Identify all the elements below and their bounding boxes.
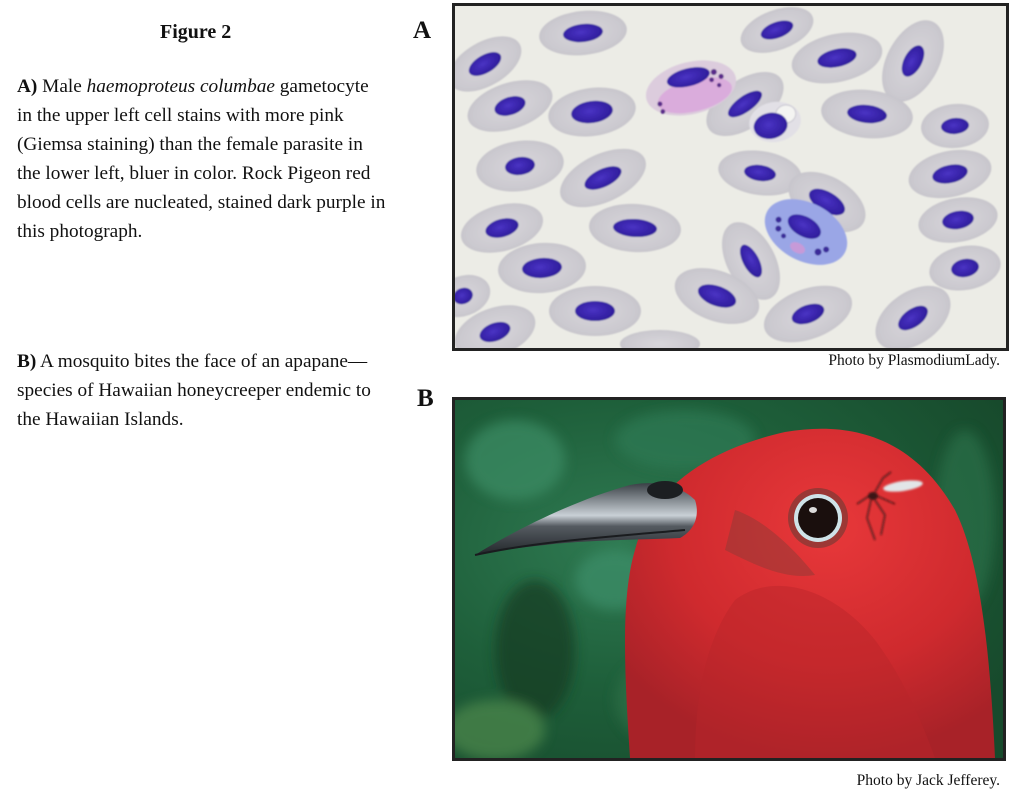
- caption-b: B) A mosquito bites the face of an apapa…: [17, 347, 387, 434]
- caption-a-text-2: gametocyte in the upper left cell stains…: [17, 76, 386, 242]
- photo-credit-a: Photo by PlasmodiumLady.: [828, 352, 1000, 369]
- apapane-illustration: [455, 400, 1003, 758]
- caption-a: A) Male haemoproteus columbae gametocyte…: [17, 72, 387, 246]
- panel-letter-a: A: [413, 17, 432, 44]
- blood-smear-photo: [452, 3, 1009, 351]
- apapane-photo: [452, 397, 1006, 761]
- photo-credit-b: Photo by Jack Jefferey.: [856, 772, 1000, 789]
- caption-a-label: A): [17, 76, 38, 97]
- caption-a-species: haemoproteus columbae: [86, 76, 275, 97]
- female-gametocyte-cell: [764, 199, 848, 265]
- mosquito: [856, 471, 923, 541]
- caption-a-text-1: Male: [37, 76, 87, 97]
- blood-smear-illustration: [455, 6, 1006, 348]
- caption-b-text: A mosquito bites the face of an apapane—…: [17, 351, 371, 430]
- panel-letter-b: B: [417, 385, 434, 412]
- male-gametocyte-cell: [645, 60, 737, 116]
- caption-b-label: B): [17, 351, 37, 372]
- figure-title: Figure 2: [160, 21, 232, 43]
